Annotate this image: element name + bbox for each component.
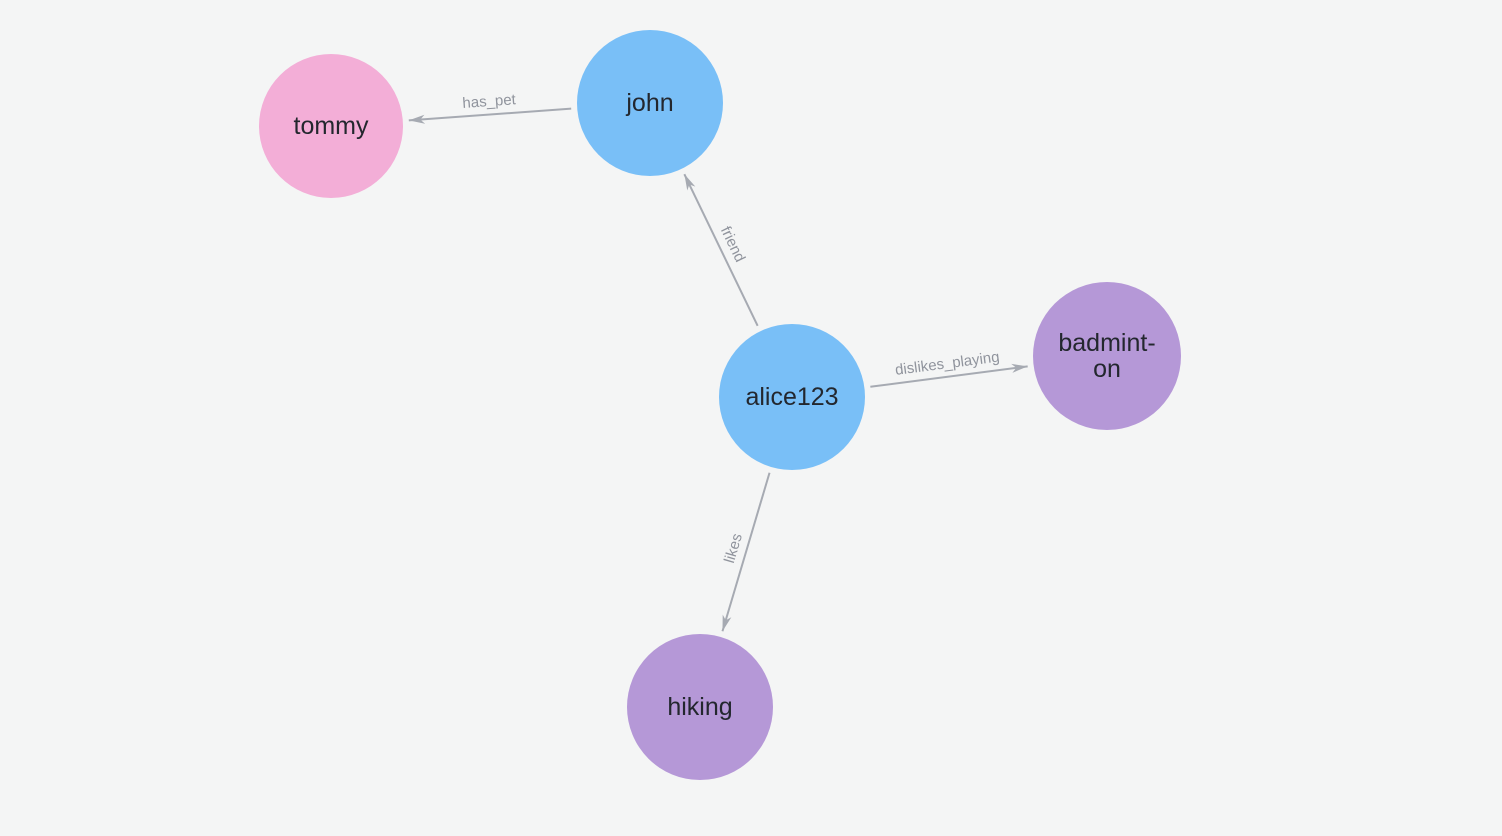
node-circle [577, 30, 723, 176]
edge-alice123-john[interactable]: friend [683, 173, 759, 327]
edge-label: has_pet [462, 91, 517, 112]
node-badminton[interactable]: badmint-on [1033, 282, 1181, 430]
edge-alice123-hiking[interactable]: likes [721, 472, 771, 632]
node-circle [1033, 282, 1181, 430]
node-john[interactable]: john [577, 30, 723, 176]
edge-line[interactable] [721, 472, 771, 632]
edge-line[interactable] [408, 107, 572, 124]
node-hiking[interactable]: hiking [627, 634, 773, 780]
edge-line[interactable] [870, 363, 1028, 388]
node-tommy[interactable]: tommy [259, 54, 403, 198]
node-circle [259, 54, 403, 198]
node-alice123[interactable]: alice123 [719, 324, 865, 470]
edge-alice123-badminton[interactable]: dislikes_playing [870, 349, 1028, 388]
edge-label: dislikes_playing [894, 349, 1000, 379]
node-circle [627, 634, 773, 780]
nodes-layer: tommy john alice123 badmint-on hiking [259, 30, 1181, 780]
edge-john-tommy[interactable]: has_pet [408, 91, 572, 124]
edge-label: friend [717, 224, 749, 265]
edge-line[interactable] [683, 173, 759, 327]
edge-label: likes [721, 531, 746, 565]
node-circle [719, 324, 865, 470]
